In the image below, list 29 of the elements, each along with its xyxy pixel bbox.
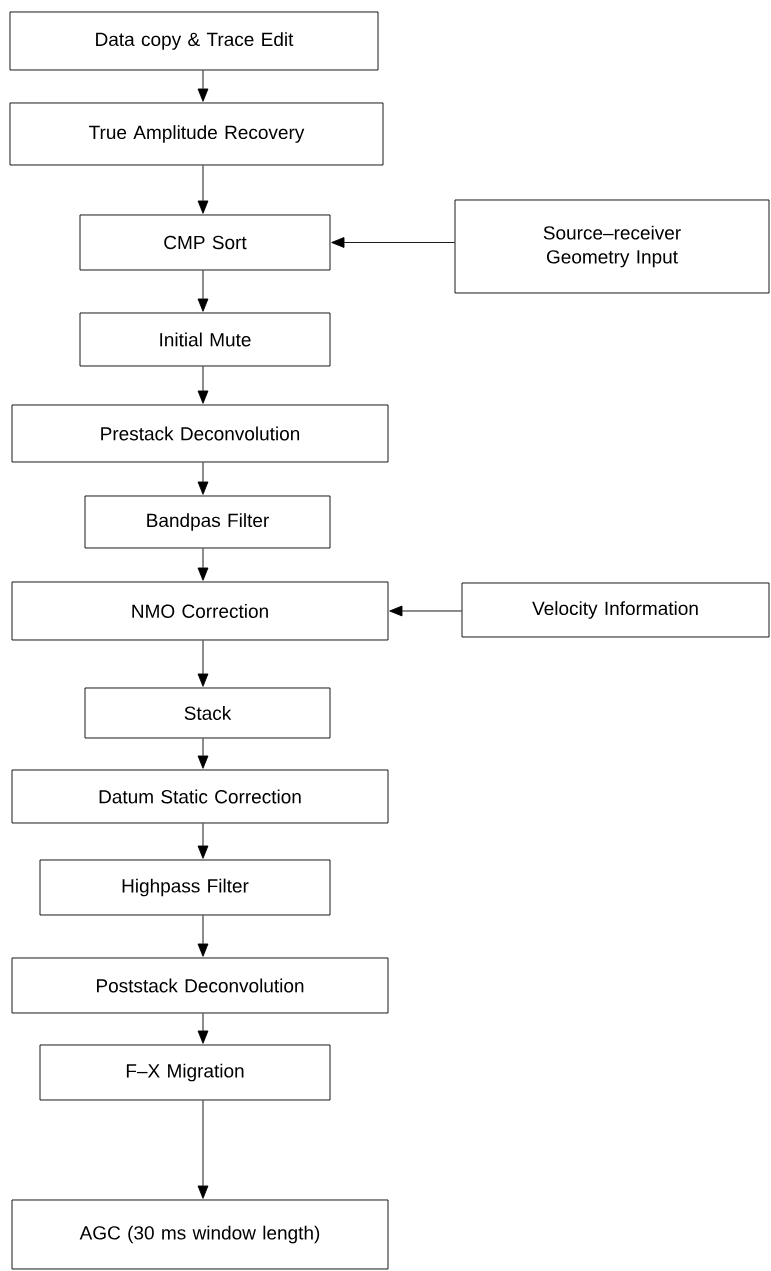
input-box: Source–receiver Geometry Input [454,199,770,294]
process-box: Bandpas Filter [84,495,331,549]
process-box: CMP Sort [79,214,331,271]
process-box: True Amplitude Recovery [9,102,384,166]
arrow [197,548,209,581]
process-box: Datum Static Correction [11,769,389,824]
process-box: Stack [84,687,331,739]
process-box: AGC (30 ms window length) [11,1199,389,1270]
process-box: Poststack Deconvolution [11,957,389,1014]
arrow [197,462,209,495]
process-box: Highpass Filter [39,859,331,916]
process-box: F–X Migration [39,1044,331,1101]
arrow [197,738,209,769]
arrow [197,1013,209,1044]
process-box: Prestack Deconvolution [11,404,389,463]
arrow [197,270,209,312]
process-box: Data copy & Trace Edit [9,11,379,71]
arrow [197,640,209,687]
arrow [197,70,209,102]
input-box: Velocity Information [461,582,770,638]
arrow [197,366,209,404]
arrow [197,1100,209,1199]
arrow [389,605,462,617]
arrow [197,915,209,957]
arrow [197,823,209,859]
process-box: Initial Mute [79,312,331,367]
arrow [197,165,209,214]
process-box: NMO Correction [11,581,389,641]
arrow [331,237,455,248]
